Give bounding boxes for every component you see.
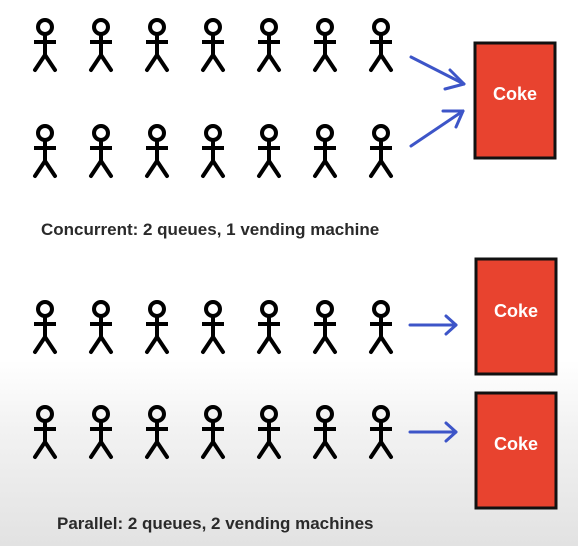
caption-parallel: Parallel: 2 queues, 2 vending machines [57,514,374,533]
machine-label: Coke [494,434,538,454]
person-icon [88,18,114,72]
arrow-queue-1-to-machine-1 [408,314,458,336]
person-icon [32,300,58,354]
concurrent-section: Coke [32,18,557,178]
vending-machine: Coke [473,41,557,160]
person-icon [144,405,170,459]
person-icon [32,124,58,178]
arrow-queue-2-to-machine [409,109,465,148]
person-icon [32,18,58,72]
person-icon [256,124,282,178]
vending-machine-2: Coke [474,391,558,510]
person-icon [88,405,114,459]
arrow-queue-1-to-machine [409,55,466,91]
parallel-section: Coke Coke [32,257,558,510]
person-icon [200,300,226,354]
person-icon [88,300,114,354]
person-icon [368,300,394,354]
person-icon [368,405,394,459]
person-icon [312,405,338,459]
person-icon [88,124,114,178]
queue-1 [32,18,394,72]
person-icon [312,300,338,354]
person-icon [144,300,170,354]
person-icon [312,18,338,72]
arrow-queue-2-to-machine-2 [408,421,458,443]
person-icon [368,124,394,178]
queue-1 [32,300,394,354]
person-icon [32,405,58,459]
queue-2 [32,405,394,459]
person-icon [368,18,394,72]
vending-machine-1: Coke [474,257,558,376]
person-icon [144,124,170,178]
person-icon [200,405,226,459]
person-icon [256,405,282,459]
person-icon [200,18,226,72]
person-icon [144,18,170,72]
caption-concurrent: Concurrent: 2 queues, 1 vending machine [41,220,380,239]
person-icon [256,300,282,354]
person-icon [256,18,282,72]
person-icon [200,124,226,178]
machine-label: Coke [494,301,538,321]
person-icon [312,124,338,178]
machine-label: Coke [493,84,537,104]
queue-2 [32,124,394,178]
